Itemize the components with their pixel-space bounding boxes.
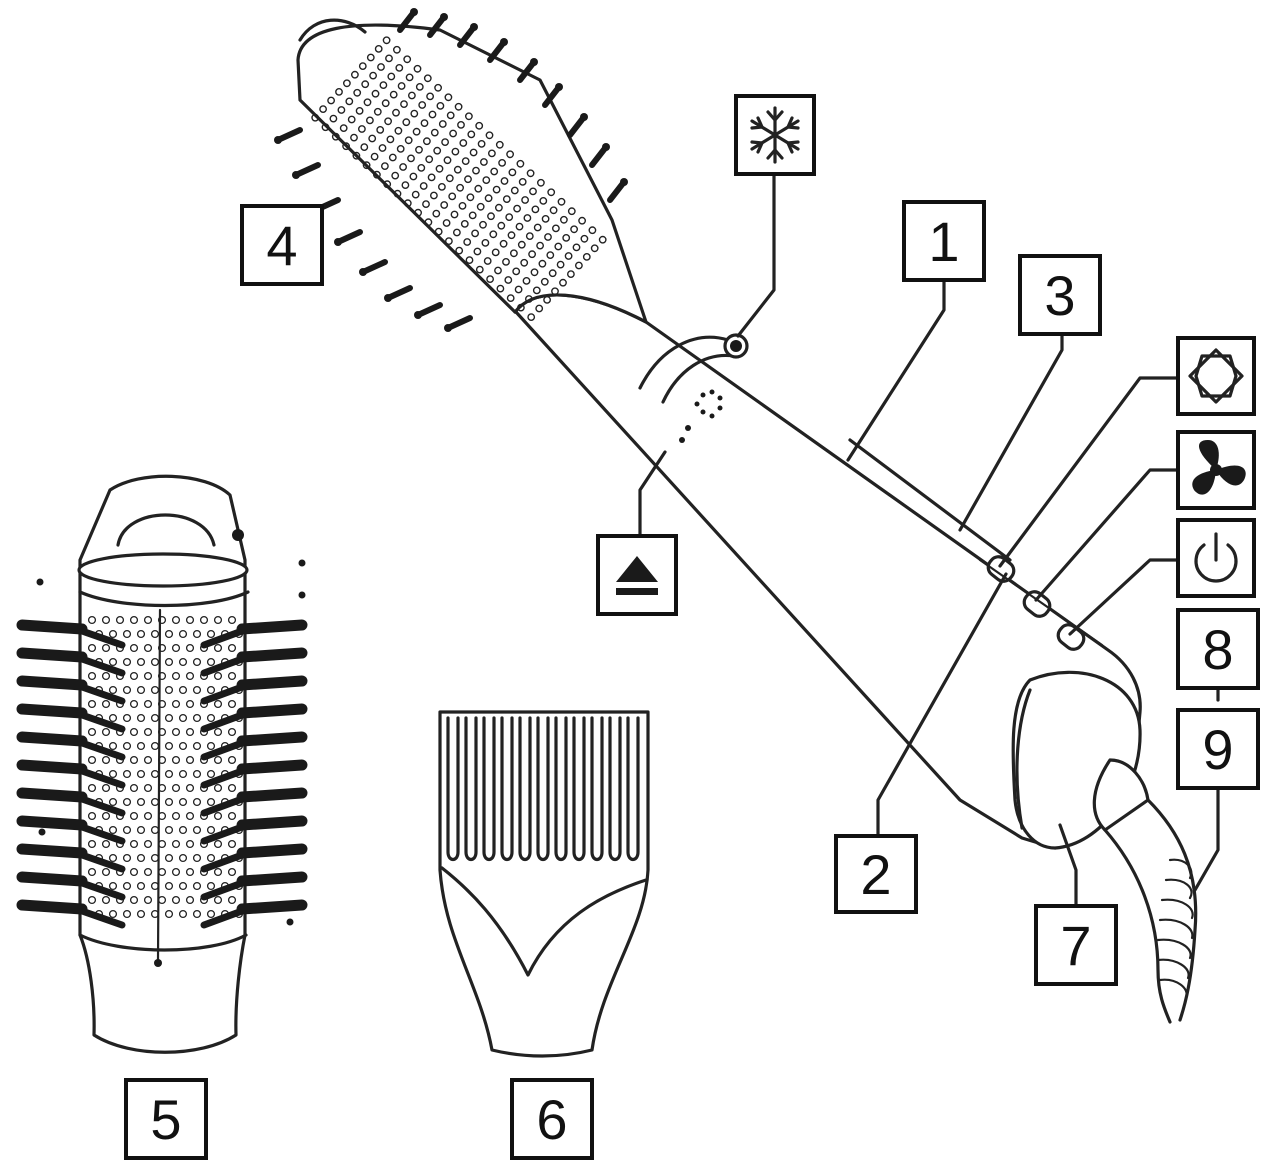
svg-text:5: 5 [150,1088,181,1151]
styler-end-cap [1013,672,1140,848]
round-brush-attachment [22,476,306,1052]
svg-text:7: 7 [1060,914,1091,977]
svg-text:2: 2 [860,843,891,906]
callout-6: 6 [512,1080,592,1158]
svg-text:8: 8 [1202,618,1233,681]
callout-9: 9 [1178,710,1258,788]
release-symbol [598,536,676,614]
svg-text:9: 9 [1202,718,1233,781]
heat-setting-symbol [1178,338,1254,414]
callout-7: 7 [1036,906,1116,984]
styler-brush-head [274,8,646,332]
callout-4: 4 [242,206,322,284]
svg-text:6: 6 [536,1088,567,1151]
fan-symbol [1178,432,1254,508]
svg-text:3: 3 [1044,264,1075,327]
svg-text:1: 1 [928,210,959,273]
cool-shot-symbol [736,96,814,174]
cord-coil [1158,860,1193,998]
callout-1: 1 [904,202,984,280]
cord-strain-relief [1094,760,1148,830]
callout-2: 2 [836,836,916,912]
callout-5: 5 [126,1080,206,1158]
svg-text:4: 4 [266,214,297,277]
callout-3: 3 [1020,256,1100,334]
callout-8: 8 [1178,610,1258,688]
power-symbol [1178,520,1254,596]
concentrator-attachment [440,712,648,1056]
